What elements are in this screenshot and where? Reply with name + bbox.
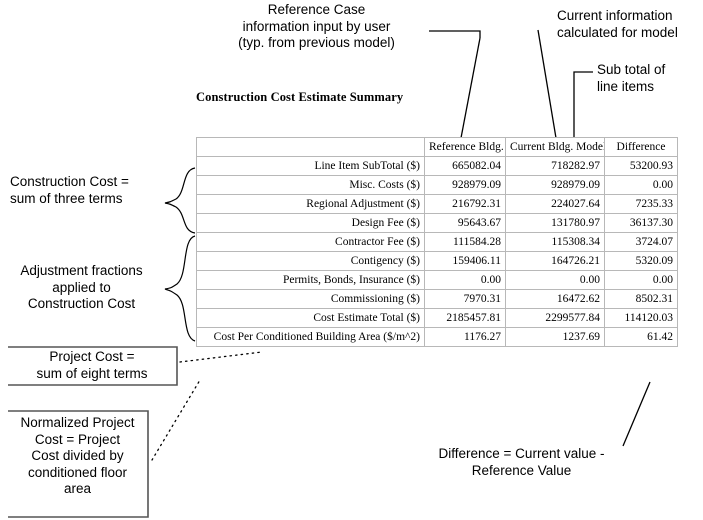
cell-current: 2299577.84 [505, 308, 605, 328]
row-label: Contractor Fee ($) [196, 232, 425, 252]
leader-reference-case [429, 30, 481, 139]
cell-current: 718282.97 [505, 156, 605, 176]
cell-reference: 95643.67 [424, 213, 506, 233]
annotation-adjustment-fractions: Adjustment fractions applied to Construc… [20, 263, 143, 311]
table-row: Cost Per Conditioned Building Area ($/m^… [196, 327, 678, 347]
row-label: Cost Per Conditioned Building Area ($/m^… [196, 327, 425, 347]
column-header-difference: Difference [604, 137, 678, 157]
cell-current: 928979.09 [505, 175, 605, 195]
cell-current: 164726.21 [505, 251, 605, 271]
leader-current-info [537, 29, 557, 139]
cell-current: 131780.97 [505, 213, 605, 233]
cell-reference: 928979.09 [424, 175, 506, 195]
cell-reference: 216792.31 [424, 194, 506, 214]
row-label: Cost Estimate Total ($) [196, 308, 425, 328]
cell-current: 0.00 [505, 270, 605, 290]
cell-difference: 7235.33 [604, 194, 678, 214]
cell-reference: 111584.28 [424, 232, 506, 252]
cell-reference: 7970.31 [424, 289, 506, 309]
cell-reference: 159406.11 [424, 251, 506, 271]
cell-difference: 53200.93 [604, 156, 678, 176]
cell-difference: 0.00 [604, 175, 678, 195]
row-label: Permits, Bonds, Insurance ($) [196, 270, 425, 290]
cell-difference: 61.42 [604, 327, 678, 347]
row-label: Contigency ($) [196, 251, 425, 271]
annotation-current-info: Current information calculated for model [557, 8, 678, 40]
cell-reference: 2185457.81 [424, 308, 506, 328]
leader-difference [622, 381, 651, 447]
leader-normalized-project-cost [151, 379, 201, 461]
annotation-construction-cost: Construction Cost = sum of three terms [10, 174, 129, 206]
page-title: Construction Cost Estimate Summary [196, 90, 404, 104]
cell-difference: 5320.09 [604, 251, 678, 271]
cell-difference: 3724.07 [604, 232, 678, 252]
cell-reference: 0.00 [424, 270, 506, 290]
annotation-sub-total: Sub total of line items [597, 62, 666, 94]
annotation-difference: Difference = Current value - Reference V… [438, 446, 605, 478]
row-label: Regional Adjustment ($) [196, 194, 425, 214]
column-header-reference: Reference Bldg. [424, 137, 506, 157]
cell-current: 16472.62 [505, 289, 605, 309]
cell-current: 1237.69 [505, 327, 605, 347]
cost-estimate-table: Reference Bldg. Current Bldg. Model Diff… [196, 137, 678, 347]
column-header-label [196, 137, 425, 157]
cell-reference: 1176.27 [424, 327, 506, 347]
leader-project-cost [179, 351, 263, 363]
row-label: Misc. Costs ($) [196, 175, 425, 195]
cell-reference: 665082.04 [424, 156, 506, 176]
annotation-normalized-project-cost: Normalized Project Cost = Project Cost d… [20, 415, 135, 496]
cost-estimate-table-wrapper: Reference Bldg. Current Bldg. Model Diff… [196, 137, 678, 347]
cell-difference: 8502.31 [604, 289, 678, 309]
annotation-reference-case: Reference Case information input by user… [238, 2, 395, 50]
row-label: Commissioning ($) [196, 289, 425, 309]
row-label: Design Fee ($) [196, 213, 425, 233]
row-label: Line Item SubTotal ($) [196, 156, 425, 176]
annotation-project-cost: Project Cost = sum of eight terms [36, 349, 148, 381]
brace-construction-cost [164, 167, 196, 234]
table-header-row: Reference Bldg. Current Bldg. Model Diff… [196, 137, 678, 157]
cell-difference: 114120.03 [604, 308, 678, 328]
cell-current: 224027.64 [505, 194, 605, 214]
brace-adjustment-fractions [164, 235, 196, 342]
column-header-current: Current Bldg. Model [505, 137, 605, 157]
cell-difference: 36137.30 [604, 213, 678, 233]
cell-difference: 0.00 [604, 270, 678, 290]
cell-current: 115308.34 [505, 232, 605, 252]
